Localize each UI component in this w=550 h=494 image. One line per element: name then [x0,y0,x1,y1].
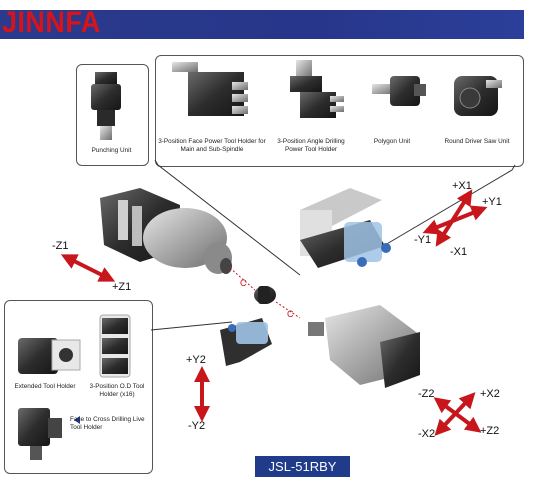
axis-label-x2-neg: -X2 [418,428,436,440]
angle-drilling-tool-holder-label: 3-Position Angle Drilling Power Tool Hol… [277,138,345,153]
axis-label-z2-pos: +Z2 [480,425,500,437]
angle-drilling-tool-holder-image [290,60,344,118]
sub-spindle-image [308,305,420,388]
axis-label-y2-pos: +Y2 [186,354,206,366]
axis-label-z2-neg: -Z2 [418,388,435,400]
face-cross-drilling-unit-image [18,408,62,460]
coupling-image [254,286,276,304]
face-power-tool-holder-label: 3-Position Face Power Tool Holder for Ma… [158,138,266,153]
axis-label-y1-pos: +Y1 [482,196,502,208]
face-cross-drilling-holder-image [220,318,272,366]
punching-unit-image [91,72,121,140]
od-tool-holder-image [99,314,131,378]
extended-tool-holder-label: Extended Tool Holder [14,383,76,390]
axis-label-x2-pos: +X2 [480,388,500,400]
connector-mark-1: C [240,278,247,288]
axis-label-y2-neg: -Y2 [188,420,206,432]
axis-label-x1-neg: -X1 [450,246,468,258]
face-cross-drilling-label: Face to Cross Drilling Live Tool Holder [70,416,145,431]
axis-label-z1-neg: -Z1 [52,240,69,252]
round-driver-saw-unit-image [454,76,502,116]
gang-tool-block-image [300,188,391,268]
axis-label-y1-neg: -Y1 [414,234,432,246]
axis-arrows [60,189,488,436]
connector-mark-2: C [287,309,294,319]
polygon-unit-label: Polygon Unit [373,138,411,145]
od-tool-holder-label: 3-Position O.D Tool Holder (x16) [89,383,145,398]
axis-label-z1-pos: +Z1 [112,281,132,293]
punching-unit-label: Punching Unit [91,147,132,154]
round-driver-saw-unit-label: Round Driver Saw Unit [444,138,510,145]
main-spindle-image [100,188,232,274]
connector-guide [229,267,301,319]
extended-tool-holder-image [18,338,81,374]
polygon-unit-image [372,76,426,106]
brand-logo: JINNFA [2,6,101,39]
axis-label-x1-pos: +X1 [452,180,472,192]
face-power-tool-holder-image [172,62,248,116]
pointer-triangle-icon [74,416,80,424]
model-badge: JSL-51RBY [255,456,350,477]
header-banner [0,10,524,39]
